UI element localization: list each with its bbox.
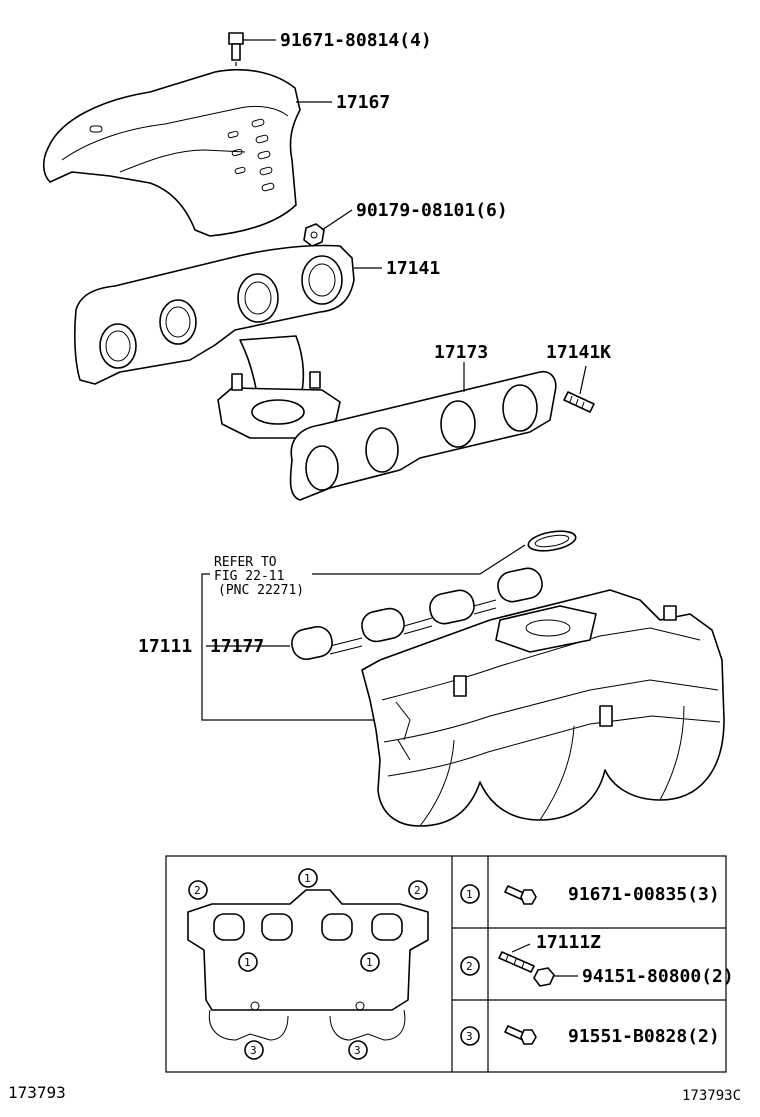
exhaust-manifold-part <box>74 244 355 439</box>
stud-2-icon <box>498 951 535 973</box>
bolt-1-icon <box>504 885 537 905</box>
throttle-gasket-part <box>527 530 577 552</box>
callout-exhaust-manifold: 17141 <box>386 258 440 279</box>
svg-text:1: 1 <box>466 888 473 901</box>
callout-nut: 90179-08101(6) <box>356 200 508 221</box>
stud-icon <box>563 391 595 413</box>
inset-marker-1c: 1 <box>360 952 380 972</box>
inset-marker-3b: 3 <box>348 1040 368 1060</box>
inset-marker-2a: 2 <box>188 880 208 900</box>
callout-intake-gasket: 17177 <box>210 636 264 657</box>
svg-text:3: 3 <box>354 1044 361 1057</box>
svg-text:1: 1 <box>244 956 251 969</box>
footer-right-code: 173793C <box>682 1088 741 1104</box>
legend-part-2a: 17111Z <box>536 932 601 953</box>
footer-left-code: 173793 <box>8 1083 66 1102</box>
legend-table: 2 1 2 1 1 3 3 1 <box>165 855 734 1073</box>
inset-marker-3a: 3 <box>244 1040 264 1060</box>
bolt-3-icon <box>504 1025 537 1045</box>
refer-line-3: (PNC 22271) <box>218 583 304 598</box>
svg-text:1: 1 <box>304 872 311 885</box>
inset-marker-1b: 1 <box>238 952 258 972</box>
inset-marker-1a: 1 <box>298 868 318 888</box>
legend-part-2b: 94151-80800(2) <box>582 966 734 987</box>
callout-intake-manifold: 17111 <box>138 636 192 657</box>
nut-2-icon <box>533 967 555 987</box>
intake-gasket-part <box>291 567 543 661</box>
callout-exhaust-gasket: 17173 <box>434 342 488 363</box>
svg-text:1: 1 <box>366 956 373 969</box>
nut-icon <box>303 223 325 247</box>
inset-marker-2b: 2 <box>408 880 428 900</box>
svg-text:3: 3 <box>250 1044 257 1057</box>
intake-manifold-part <box>361 589 725 827</box>
legend-row-3: 3 91551-B0828(2) <box>460 1025 720 1047</box>
legend-part-3: 91551-B0828(2) <box>568 1026 720 1047</box>
svg-text:3: 3 <box>466 1030 473 1043</box>
callout-stud: 17141K <box>546 342 611 363</box>
legend-part-1: 91671-00835(3) <box>568 884 720 905</box>
legend-row-1: 1 91671-00835(3) <box>460 884 720 905</box>
refer-line-2: FIG 22-11 <box>214 569 284 584</box>
inset-manifold-drawing <box>187 889 429 1041</box>
insulator-slots <box>89 118 275 192</box>
heat-insulator-part <box>42 68 301 237</box>
legend-row-2: 2 17111Z 94151-80800(2) <box>460 932 734 987</box>
svg-text:2: 2 <box>414 884 421 897</box>
svg-text:2: 2 <box>466 960 473 973</box>
refer-line-1: REFER TO <box>214 555 277 570</box>
callout-bolt-top: 91671-80814(4) <box>280 30 432 51</box>
callout-heat-insulator: 17167 <box>336 92 390 113</box>
exhaust-gasket-part <box>289 370 557 501</box>
svg-text:2: 2 <box>194 884 201 897</box>
